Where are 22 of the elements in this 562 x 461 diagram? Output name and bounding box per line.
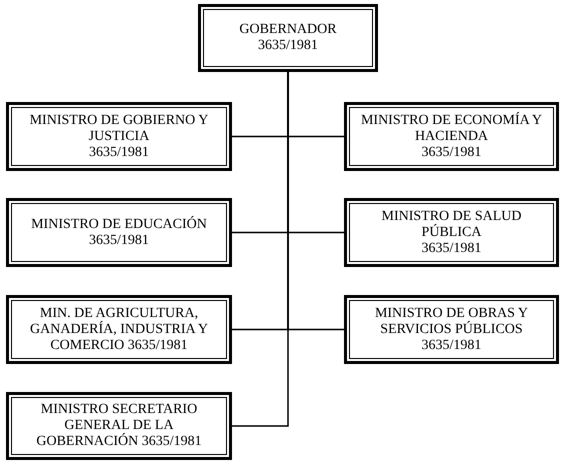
box-text: MINISTRO DE SALUD PÚBLICA bbox=[380, 208, 522, 240]
box-text: 3635/1981 bbox=[89, 144, 149, 160]
org-box bbox=[198, 4, 378, 72]
box-text: MINISTRO SECRETARIO GENERAL DE LA GOBERNACIÓN 3635/1981 bbox=[35, 402, 203, 450]
box-text: MINISTRO DE EDUCACIÓN bbox=[31, 216, 207, 232]
org-box bbox=[344, 198, 559, 267]
box-text: MIN. DE AGRICULTURA, GANADERÍA, INDUSTRIA Y COMERCIO 3635/1981 bbox=[29, 306, 209, 354]
box-text: MINISTRO DE ECONOMÍA Y HACIENDA bbox=[360, 112, 544, 144]
box-text: 3635/1981 bbox=[89, 232, 149, 248]
box-text: 3635/1981 bbox=[422, 240, 482, 256]
org-box bbox=[344, 295, 559, 364]
org-box bbox=[6, 392, 232, 460]
box-text: MINISTRO DE GOBIERNO Y JUSTICIA bbox=[28, 112, 210, 144]
box-text: 3635/1981 bbox=[258, 38, 318, 54]
org-box bbox=[6, 198, 232, 267]
org-box bbox=[6, 102, 232, 171]
box-text: GOBERNADOR bbox=[239, 22, 337, 38]
box-text: 3635/1981 bbox=[422, 338, 482, 354]
box-text: MINISTRO DE OBRAS Y SERVICIOS PÚBLICOS bbox=[374, 306, 530, 338]
box-text: 3635/1981 bbox=[422, 144, 482, 160]
org-box bbox=[344, 102, 559, 171]
org-box bbox=[6, 295, 232, 364]
